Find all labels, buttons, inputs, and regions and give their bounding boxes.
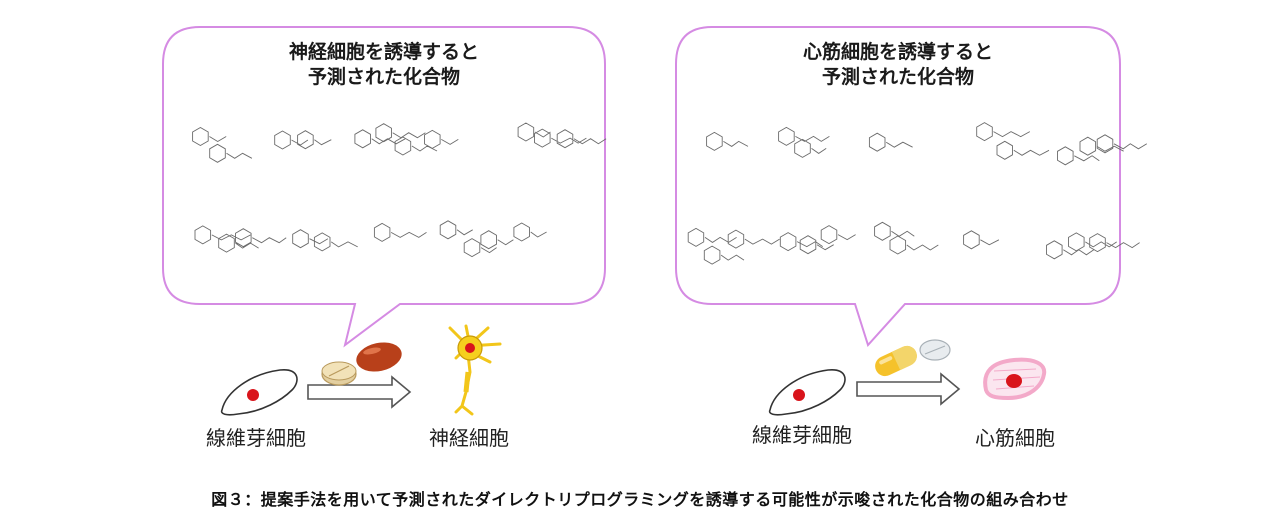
cardio-title-line1: 心筋細胞を誘導すると [802, 41, 993, 63]
figure-caption: 図３：提案手法を用いて予測されたダイレクトリプログラミングを誘導する可能性が示唆… [211, 490, 1069, 509]
neuron-title-line1: 神経細胞を誘導すると [288, 41, 479, 63]
molecule-structure-icon [963, 230, 1000, 250]
molecule-structure-icon [778, 126, 830, 158]
cardio-source-label: 線維芽細胞 [752, 423, 852, 447]
molecule-structure-icon [292, 229, 358, 252]
tablet-icon [919, 339, 951, 361]
neuron-icon [448, 324, 502, 416]
molecule-structure-icon [874, 221, 939, 255]
molecule-structure-icon [1057, 134, 1148, 166]
cardio-target-label: 心筋細胞 [975, 426, 1055, 450]
neuron-balloon [162, 26, 606, 348]
arrow-right-icon [856, 372, 961, 406]
neuron-title-line2: 予測された化合物 [307, 66, 460, 88]
cardio-balloon-title: 心筋細胞を誘導すると 予測された化合物 [748, 40, 1048, 90]
molecule-structure-icon [513, 222, 547, 242]
tablet-icon [356, 342, 402, 372]
cardio-balloon [675, 26, 1121, 347]
neuron-target-label: 神経細胞 [429, 426, 509, 450]
molecule-structure-icon [1046, 232, 1140, 260]
fibroblast-cell-icon [768, 369, 846, 416]
cardiomyocyte-icon [983, 357, 1047, 401]
neuron-balloon-title: 神経細胞を誘導すると 予測された化合物 [234, 40, 534, 90]
molecule-structure-icon [779, 225, 856, 255]
molecule-structure-icon [687, 227, 780, 265]
molecule-structure-icon [373, 222, 427, 242]
capsule-icon [875, 345, 917, 377]
molecule-structure-icon [424, 129, 459, 149]
molecule-structure-icon [439, 220, 514, 258]
molecule-structure-icon [976, 122, 1050, 160]
molecule-structure-icon [274, 130, 332, 150]
arrow-right-icon [307, 375, 412, 409]
neuron-source-label: 線維芽細胞 [206, 426, 306, 450]
molecule-structure-icon [194, 225, 287, 253]
tablet-icon [321, 361, 357, 386]
molecule-structure-icon [192, 126, 253, 163]
molecule-structure-icon [868, 132, 913, 152]
molecule-structure-icon [517, 122, 607, 149]
cardio-title-line2: 予測された化合物 [821, 66, 974, 88]
molecule-structure-icon [706, 131, 749, 151]
fibroblast-cell-icon [220, 369, 298, 416]
molecule-structure-icon [354, 123, 438, 156]
